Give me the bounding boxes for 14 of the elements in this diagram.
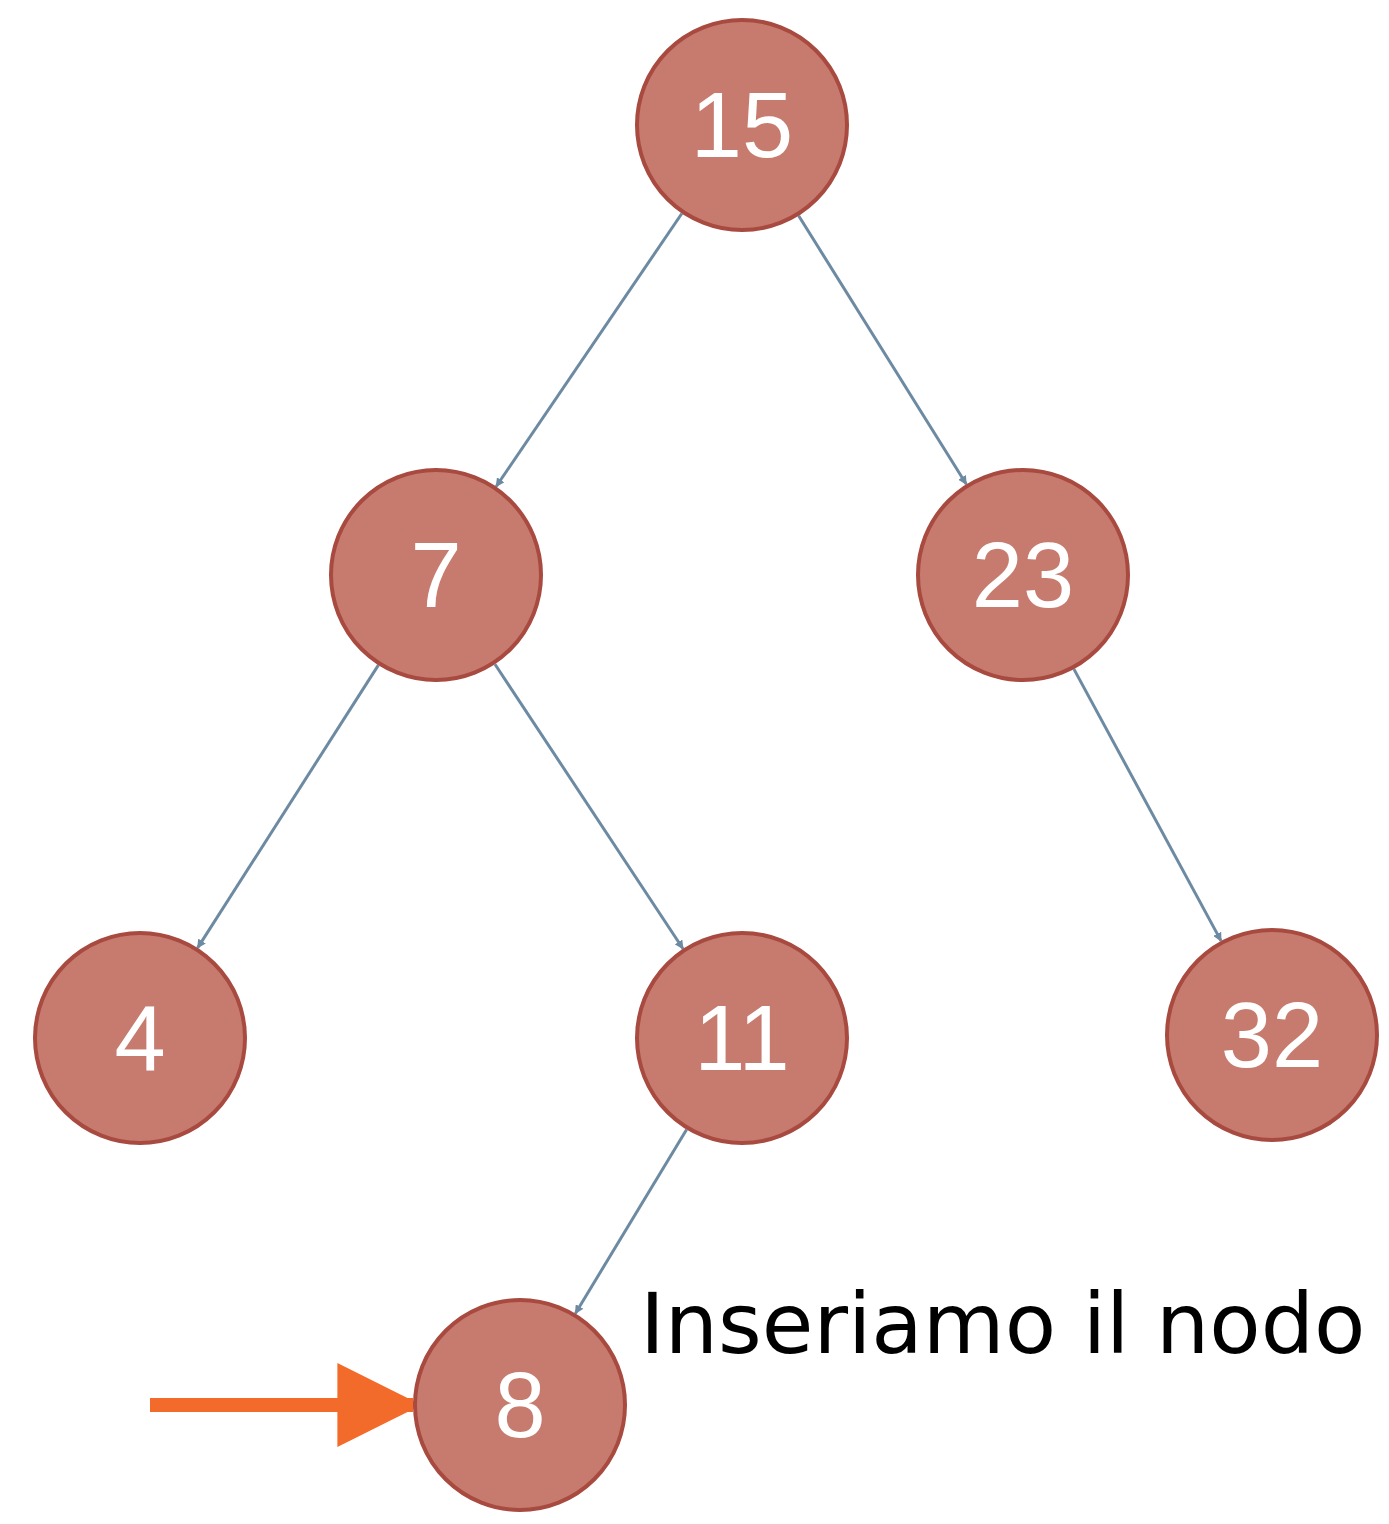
node-value: 8 <box>494 1359 546 1451</box>
node-value: 15 <box>690 79 794 171</box>
node-value: 32 <box>1220 989 1324 1081</box>
node-value: 7 <box>410 529 462 621</box>
arrow <box>574 1128 688 1315</box>
node-value: 4 <box>114 992 166 1084</box>
arrow <box>494 212 684 488</box>
arrow <box>493 663 685 950</box>
node-value: 11 <box>694 992 790 1084</box>
node-value: 23 <box>971 529 1075 621</box>
arrow <box>196 664 380 949</box>
note-text: Inseriamo il nodo <box>640 1275 1366 1373</box>
arrow <box>1072 668 1223 942</box>
arrow <box>797 214 968 486</box>
